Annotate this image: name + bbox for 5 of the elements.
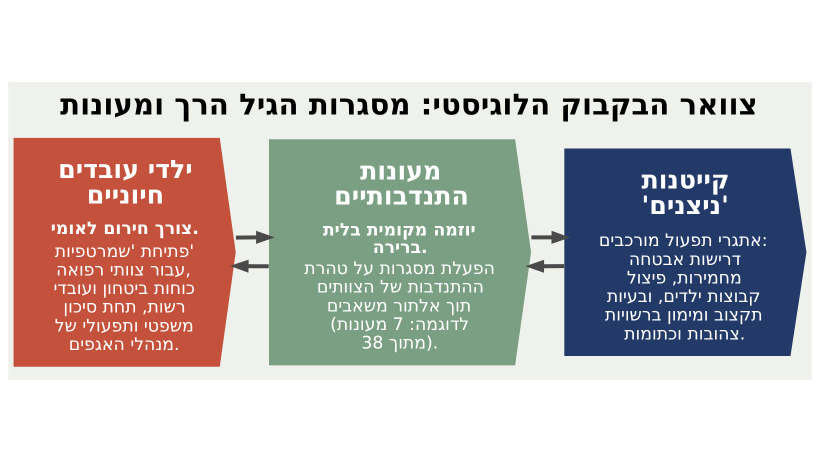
arrow [525, 259, 564, 272]
arrow [230, 259, 269, 272]
diagram-title: צוואר הבקבוק הלוגיסטי: מסגרות הגיל הרך ומעונות [60, 87, 758, 122]
arrow [531, 230, 570, 244]
arrow [236, 230, 275, 244]
